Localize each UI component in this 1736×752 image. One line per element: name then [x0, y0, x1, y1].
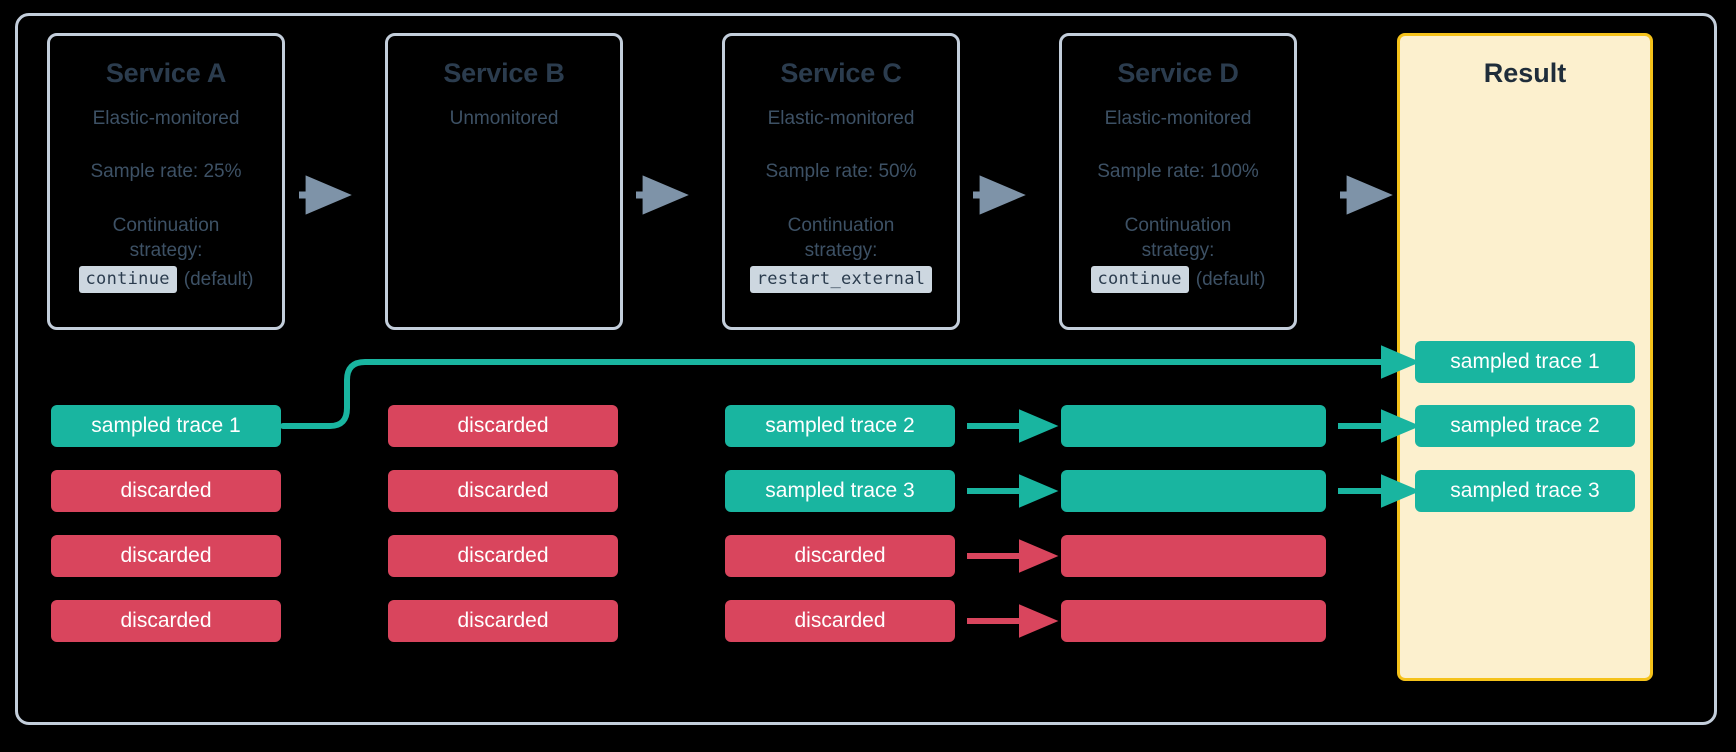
trace-a-3-label: discarded: [120, 544, 212, 567]
result-trace-2: sampled trace 2: [1415, 405, 1635, 447]
service-d-strategy-label: Continuation strategy:: [1062, 213, 1294, 263]
trace-b-1: discarded: [388, 405, 618, 447]
service-d-strategy-value-row: continue (default): [1062, 266, 1294, 293]
trace-a-4-label: discarded: [120, 609, 212, 632]
service-d-sample-rate: Sample rate: 100%: [1097, 161, 1259, 182]
result-trace-2-label: sampled trace 2: [1450, 414, 1600, 437]
service-a-strategy-label: Continuation strategy:: [50, 213, 282, 263]
service-card-b: Service B Unmonitored: [385, 33, 623, 330]
result-title: Result: [1483, 58, 1567, 88]
service-d-title: Service D: [1117, 58, 1239, 88]
service-c-monitoring: Elastic-monitored: [767, 108, 915, 129]
trace-a-2: discarded: [51, 470, 281, 512]
trace-c-1-label: sampled trace 2: [765, 414, 915, 437]
service-a-monitoring: Elastic-monitored: [92, 108, 240, 129]
trace-b-3-label: discarded: [457, 544, 549, 567]
trace-b-3: discarded: [388, 535, 618, 577]
service-c-title: Service C: [780, 58, 902, 88]
service-card-d: Service D Elastic-monitored Sample rate:…: [1059, 33, 1297, 330]
service-d-strategy-line2: strategy:: [1141, 240, 1215, 261]
result-trace-3-label: sampled trace 3: [1450, 479, 1600, 502]
service-d-monitoring: Elastic-monitored: [1104, 108, 1252, 129]
service-d-strategy-chip: continue: [1090, 266, 1189, 293]
service-a-title: Service A: [105, 58, 227, 88]
trace-c-2-label: sampled trace 3: [765, 479, 915, 502]
service-b-title: Service B: [443, 58, 565, 88]
trace-d-3: [1061, 535, 1326, 577]
service-a-strategy-line2: strategy:: [129, 240, 203, 261]
trace-b-2-label: discarded: [457, 479, 549, 502]
service-c-strategy-line2: strategy:: [804, 240, 878, 261]
trace-a-3: discarded: [51, 535, 281, 577]
service-a-strategy-chip: continue: [78, 266, 177, 293]
trace-c-3-label: discarded: [794, 544, 886, 567]
service-c-strategy-line1: Continuation: [787, 215, 895, 236]
trace-d-2: [1061, 470, 1326, 512]
service-card-c: Service C Elastic-monitored Sample rate:…: [722, 33, 960, 330]
trace-b-4: discarded: [388, 600, 618, 642]
trace-a-2-label: discarded: [120, 479, 212, 502]
service-a-strategy-note: (default): [183, 268, 254, 290]
trace-a-1-label: sampled trace 1: [91, 414, 241, 437]
service-d-strategy-line1: Continuation: [1124, 215, 1232, 236]
trace-c-1: sampled trace 2: [725, 405, 955, 447]
trace-d-1: [1061, 405, 1326, 447]
service-c-strategy-chip: restart_external: [749, 266, 933, 293]
trace-c-2: sampled trace 3: [725, 470, 955, 512]
trace-b-2: discarded: [388, 470, 618, 512]
trace-c-4: discarded: [725, 600, 955, 642]
result-trace-3: sampled trace 3: [1415, 470, 1635, 512]
trace-c-4-label: discarded: [794, 609, 886, 632]
service-c-strategy-label: Continuation strategy:: [725, 213, 957, 263]
service-card-a: Service A Elastic-monitored Sample rate:…: [47, 33, 285, 330]
trace-c-3: discarded: [725, 535, 955, 577]
service-a-sample-rate: Sample rate: 25%: [90, 161, 242, 182]
result-trace-1: sampled trace 1: [1415, 341, 1635, 383]
trace-d-4: [1061, 600, 1326, 642]
service-a-strategy-line1: Continuation: [112, 215, 220, 236]
service-b-monitoring: Unmonitored: [449, 108, 559, 129]
trace-b-1-label: discarded: [457, 414, 549, 437]
result-trace-1-label: sampled trace 1: [1450, 350, 1600, 373]
trace-a-1: sampled trace 1: [51, 405, 281, 447]
trace-b-4-label: discarded: [457, 609, 549, 632]
service-c-strategy-value-row: restart_external: [725, 266, 957, 293]
service-a-strategy-value-row: continue (default): [50, 266, 282, 293]
trace-a-4: discarded: [51, 600, 281, 642]
service-c-sample-rate: Sample rate: 50%: [765, 161, 917, 182]
service-d-strategy-note: (default): [1195, 268, 1266, 290]
